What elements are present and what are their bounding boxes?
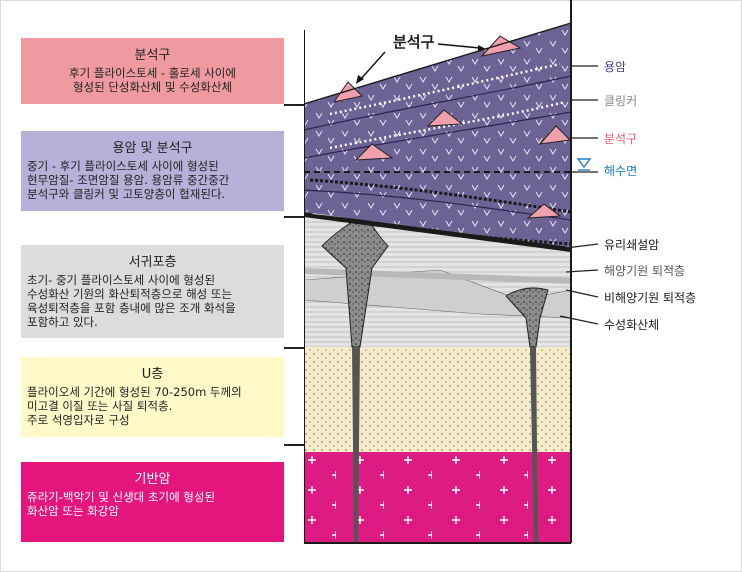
scoria-cone-title: 분석구 <box>134 48 171 63</box>
hydrovolcano-right-fill <box>506 288 548 347</box>
legend-clinker: 클링커 <box>604 94 638 108</box>
feeder-dyke-left <box>352 347 360 543</box>
seogwipo-title: 서귀포층 <box>128 255 177 270</box>
seogwipo-text: 초기- 중기 플라이스토세 사이에 형성된 수성화산 기원의 화산퇴적층으로 해… <box>27 273 236 329</box>
legend-sea-level: 해수면 <box>604 164 638 178</box>
legend-leader <box>565 269 599 273</box>
flow-boundary <box>304 75 572 131</box>
black-scoria-band <box>309 178 572 214</box>
u-formation-box: U층 플라이오세 기간에 형성된 70-250m 두께의 미고결 이질 또는 사… <box>21 357 284 437</box>
lava-title: 용암 및 분석구 <box>112 141 193 156</box>
legend-hyaloclastite: 유리쇄설암 <box>604 238 660 252</box>
scoria-cone <box>526 203 562 219</box>
callout-arrow <box>437 43 481 49</box>
scoria-cone <box>354 143 394 161</box>
scoria-cone <box>538 125 572 145</box>
leader-line <box>284 347 304 349</box>
callout-arrow <box>359 51 386 81</box>
legend-hydrovolcano: 수성화산체 <box>604 318 660 332</box>
legend-leader <box>565 243 599 249</box>
leader-line <box>284 444 304 446</box>
legend-leader <box>559 315 599 325</box>
basement-title: 기반암 <box>134 472 171 487</box>
scoria-cone <box>426 109 464 127</box>
lava-description-box: 용암 및 분석구 중기 - 후기 플라이스토세 사이에 형성된 현무암질- 조면… <box>21 131 284 211</box>
legend-leader <box>565 289 599 298</box>
hydrovolcano-left-fill <box>322 214 388 347</box>
u-formation-sand-pattern <box>304 347 571 452</box>
geologic-column <box>304 0 599 544</box>
seogwipo-formation-box: 서귀포층 초기- 중기 플라이스토세 사이에 형성된 수성화산 기원의 화산퇴적… <box>21 245 284 338</box>
clinker-band <box>329 62 561 116</box>
legend-non-marine-sediment: 비해양기원 퇴적층 <box>604 291 697 305</box>
leader-line <box>284 216 304 218</box>
legend-scoria: 분석구 <box>604 132 638 146</box>
basement-box: 기반암 쥬라기-백악기 및 신생대 초기에 형성된 화산암 또는 화강암 <box>21 462 284 542</box>
feeder-dyke-right <box>530 347 538 543</box>
lava-text: 중기 - 후기 플라이스토세 사이에 형성된 현무암질- 조면암질 용암. 용암… <box>27 159 230 201</box>
callout-arrowhead <box>356 75 364 84</box>
legend-marine-sediment: 해양기원 퇴적층 <box>604 264 686 278</box>
scoria-cone-text: 후기 플라이스토세 - 홀로세 사이에 형성된 단성화산체 및 수성화산체 <box>69 66 236 94</box>
u-formation-text: 플라이오세 기간에 형성된 70-250m 두께의 미고결 이질 또는 사질 퇴… <box>27 385 242 427</box>
scoria-cone-description-box: 분석구 후기 플라이스토세 - 홀로세 사이에 형성된 단성화산체 및 수성화산… <box>21 38 284 104</box>
surface-line <box>304 22 572 105</box>
u-formation-title: U층 <box>141 367 164 382</box>
black-scoria-band <box>429 228 572 246</box>
legend-lava: 용암 <box>604 60 627 74</box>
sea-level-triangle-icon <box>576 158 592 169</box>
basement-text: 쥬라기-백악기 및 신생대 초기에 형성된 화산암 또는 화강암 <box>27 490 216 518</box>
leader-line <box>284 104 314 106</box>
flow-boundary <box>304 111 572 159</box>
scoria-cone-callout: 분석구 <box>393 33 435 51</box>
basement-granite-pattern <box>304 452 571 543</box>
